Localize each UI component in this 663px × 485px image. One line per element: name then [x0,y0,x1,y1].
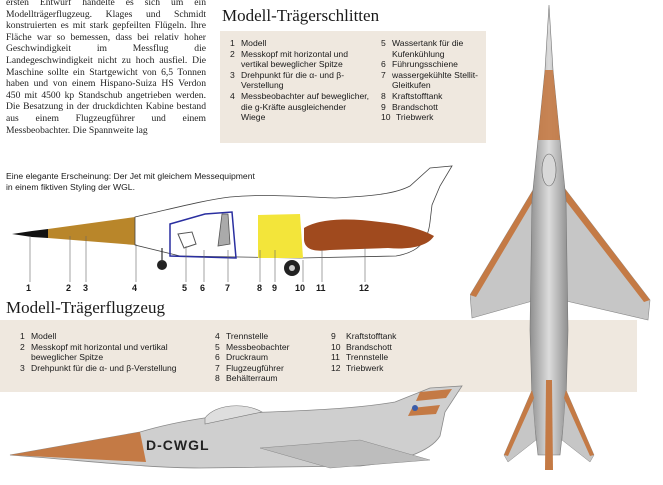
callout-number: 3 [83,283,89,293]
leader-lines [29,236,366,282]
side-cutaway-illustration [12,165,453,282]
registration-marking: D-CWGL [146,437,210,453]
callout-number: 12 [359,283,370,293]
callout-number: 1 [26,283,32,293]
fuel-tank [304,219,434,251]
callout-number: 6 [200,283,206,293]
article-text: ersten Entwurf handelte es sich um ein M… [6,0,206,136]
yellow-tank [258,214,303,258]
schlitten-legend-panel [220,31,486,143]
canopy [541,153,557,187]
styled-canopy [204,405,263,425]
model-probe [12,229,48,238]
styled-nose [10,432,146,462]
callout-number: 7 [225,283,231,293]
observer-seat [177,231,197,249]
callout-number: 9 [272,283,278,293]
cabin-outline [169,211,237,259]
styled-wing [259,439,431,469]
callout-number: 5 [182,283,188,293]
callout-number: 11 [316,283,326,293]
measuring-head [48,217,135,245]
callout-number: 8 [257,283,263,293]
callout-number: 4 [132,283,138,293]
pilot-seat [217,213,231,247]
fin [545,380,553,470]
tail-flag-icon [412,405,418,411]
schlitten-title: Modell-Trägerschlitten [222,6,380,25]
styled-aircraft-illustration [9,385,463,469]
figure-caption: Eine elegante Erscheinung: Der Jet mit g… [6,171,255,192]
callout-number: 2 [66,283,72,293]
flugzeug-title: Modell-Trägerflugzeug [6,298,165,317]
nose-wheel [157,260,167,270]
callout-number: 10 [295,283,306,293]
top-view-aircraft [470,4,651,470]
